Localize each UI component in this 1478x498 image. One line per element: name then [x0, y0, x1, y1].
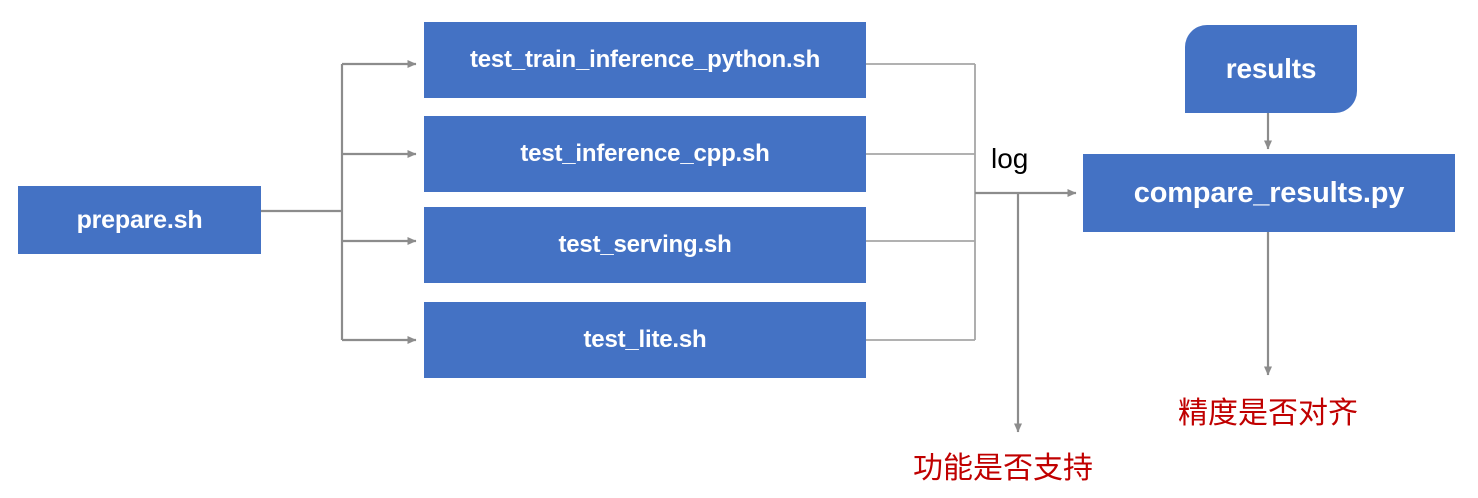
edge-label-log: log	[991, 143, 1029, 174]
node-test-inference-cpp-label: test_inference_cpp.sh	[520, 140, 770, 167]
node-test-serving-label: test_serving.sh	[558, 231, 732, 258]
node-test-lite-label: test_lite.sh	[583, 326, 707, 353]
node-test-inference-cpp[interactable]: test_inference_cpp.sh	[424, 116, 866, 192]
edge-prepare-to-trunk	[261, 64, 344, 340]
node-prepare-sh[interactable]: prepare.sh	[18, 186, 261, 254]
node-test-lite[interactable]: test_lite.sh	[424, 302, 866, 378]
node-test-train-inference-python[interactable]: test_train_inference_python.sh	[424, 22, 866, 98]
node-test-serving[interactable]: test_serving.sh	[424, 207, 866, 283]
node-compare-results-py-label: compare_results.py	[1133, 176, 1405, 209]
node-test-train-inference-python-label: test_train_inference_python.sh	[469, 46, 821, 73]
annotation-function-support: 功能是否支持	[913, 451, 1093, 486]
node-prepare-sh-label: prepare.sh	[76, 205, 203, 234]
annotation-precision-alignment: 精度是否对齐	[1178, 396, 1358, 431]
node-results-label: results	[1225, 53, 1317, 84]
node-compare-results-py[interactable]: compare_results.py	[1083, 154, 1455, 232]
edge-tests-merge	[866, 63, 976, 341]
node-results[interactable]: results	[1185, 25, 1357, 113]
